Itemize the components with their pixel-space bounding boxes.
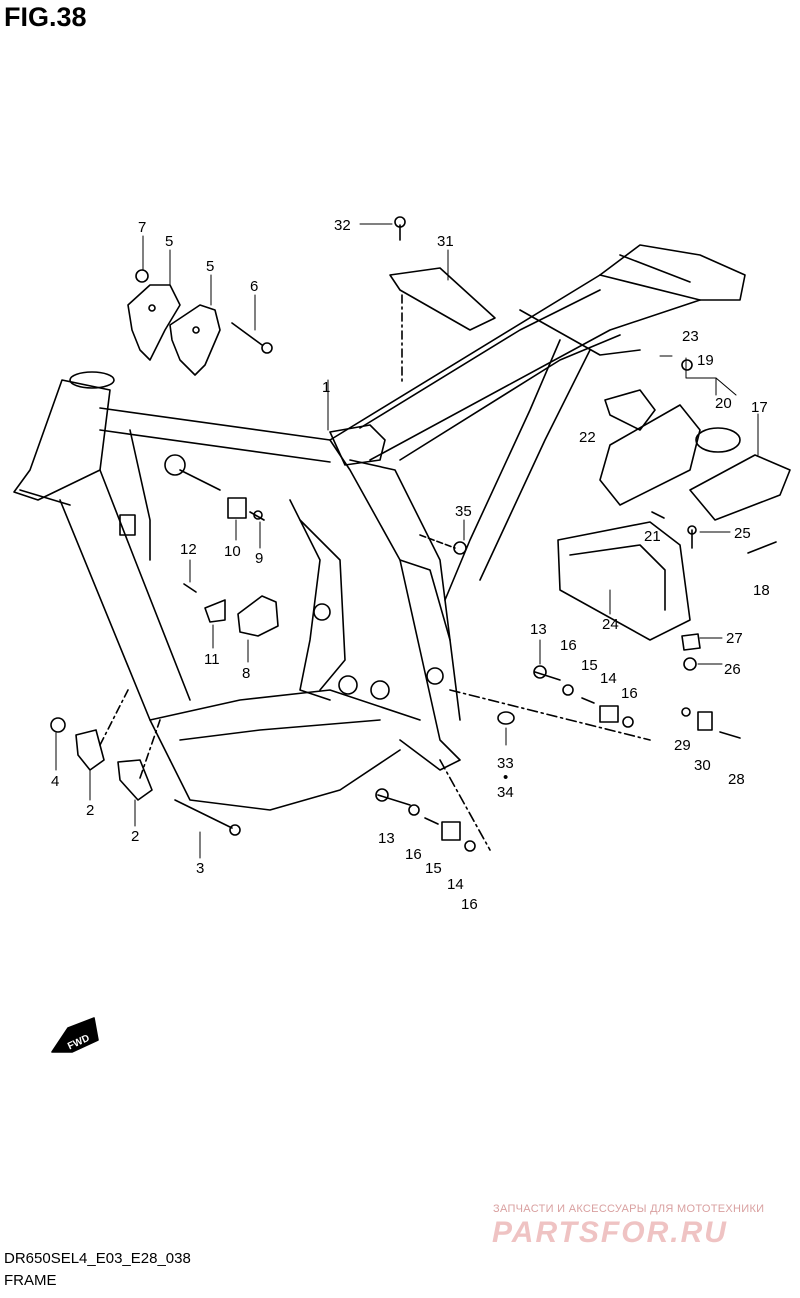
callout-16b: 16 [621, 685, 638, 702]
callout-2a: 2 [86, 802, 94, 819]
callout-10: 10 [224, 543, 241, 560]
callout-13a: 13 [530, 621, 547, 638]
callout-19: 19 [697, 352, 714, 369]
watermark-tagline: ЗАПЧАСТИ И АКСЕССУАРЫ ДЛЯ МОТОТЕХНИКИ [493, 1203, 765, 1215]
callout-34: 34 [497, 784, 514, 801]
callout-26: 26 [724, 661, 741, 678]
callout-13b: 13 [378, 830, 395, 847]
callout-1: 1 [322, 379, 330, 396]
callout-2b: 2 [131, 828, 139, 845]
callout-18: 18 [753, 582, 770, 599]
lower-mount-parts [50, 689, 241, 836]
watermark-logo: PARTSFOR.RU [492, 1216, 728, 1249]
callout-15b: 15 [425, 860, 442, 877]
callout-3: 3 [196, 860, 204, 877]
callout-12: 12 [180, 541, 197, 558]
figure-code: DR650SEL4_E03_E28_038 [4, 1250, 191, 1267]
rear-mount-hardware [375, 534, 651, 852]
callout-25: 25 [734, 525, 751, 542]
callout-32: 32 [334, 217, 351, 234]
callout-24: 24 [602, 616, 619, 633]
callout-14a: 14 [600, 670, 617, 687]
leader-lines [55, 223, 759, 859]
callout-35: 35 [455, 503, 472, 520]
callout-8: 8 [242, 665, 250, 682]
main-frame [13, 244, 746, 811]
callout-22: 22 [579, 429, 596, 446]
callout-30: 30 [694, 757, 711, 774]
rear-fender-parts [389, 216, 791, 739]
callout-31: 31 [437, 233, 454, 250]
callout-20: 20 [715, 395, 732, 412]
callout-9: 9 [255, 550, 263, 567]
callout-14b: 14 [447, 876, 464, 893]
callout-6: 6 [250, 278, 258, 295]
callout-29: 29 [674, 737, 691, 754]
callout-5a: 5 [165, 233, 173, 250]
engine-brackets [127, 269, 279, 637]
callout-16a: 16 [560, 637, 577, 654]
callout-33: 33 [497, 755, 514, 772]
callout-4: 4 [51, 773, 59, 790]
callout-11: 11 [204, 651, 220, 668]
callout-23: 23 [682, 328, 699, 345]
figure-title: FIG.38 [4, 2, 87, 32]
callout-34-separator: • [503, 769, 508, 786]
callout-27: 27 [726, 630, 743, 647]
callout-28: 28 [728, 771, 745, 788]
fwd-arrow-icon [51, 1017, 99, 1053]
callout-5b: 5 [206, 258, 214, 275]
callout-16d: 16 [461, 896, 478, 913]
callout-21: 21 [644, 528, 661, 545]
figure-name: FRAME [4, 1272, 57, 1289]
callout-17: 17 [751, 399, 768, 416]
callout-15a: 15 [581, 657, 598, 674]
callout-16c: 16 [405, 846, 422, 863]
callout-7: 7 [138, 219, 146, 236]
